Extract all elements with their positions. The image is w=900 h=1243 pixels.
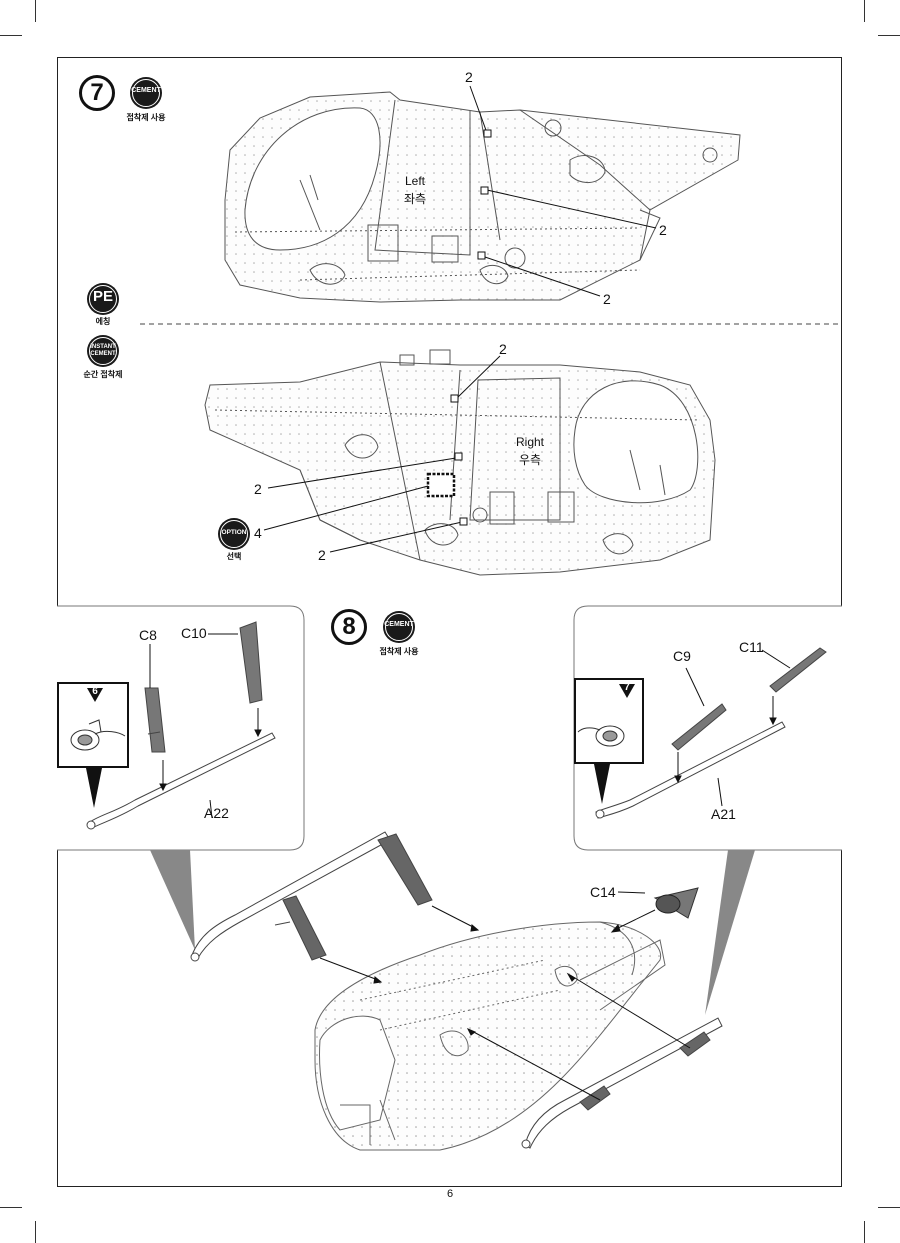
right-view-label-ko: 우측: [518, 453, 542, 467]
ref-step-7-marker: [619, 684, 635, 698]
ref-pointer-down: [594, 764, 610, 804]
ref-step-6-label: 6: [92, 686, 98, 697]
crop-mark: [0, 35, 22, 36]
ref-step-7-label: 7: [624, 682, 630, 693]
crop-mark: [35, 0, 36, 22]
badge-ring: [385, 613, 413, 641]
part-label-a22: A22: [204, 805, 229, 821]
crop-mark: [0, 1207, 22, 1208]
part-callout: 2: [318, 547, 326, 563]
callout-leaders-left: [469, 85, 657, 297]
cement-badge-icon: CEMENT: [383, 611, 415, 643]
crop-mark: [878, 1207, 900, 1208]
part-callout: 4: [254, 525, 262, 541]
fuselage-right-half: [204, 349, 716, 576]
cement-badge-icon: CEMENT: [130, 77, 162, 109]
instant-badge-line2: CEMENT: [90, 351, 116, 357]
part-label-c10: C10: [181, 625, 207, 641]
pe-caption: 에칭: [95, 317, 111, 326]
badge-ring: [132, 79, 160, 107]
left-view-label-en: Left: [404, 174, 425, 188]
main-fuselage-assembly: [314, 921, 666, 1151]
crop-mark: [864, 1221, 865, 1243]
crop-mark: [35, 1221, 36, 1243]
option-badge-label: OPTION: [221, 529, 247, 536]
part-label-a21: A21: [711, 806, 736, 822]
instant-badge-line1: INSTANT: [90, 344, 116, 350]
fuselage-left-half: [224, 91, 741, 303]
part-callout: 2: [254, 481, 262, 497]
cement-caption: 접착제 사용: [126, 113, 166, 122]
option-caption: 선택: [226, 552, 242, 561]
part-callout: 2: [603, 291, 611, 307]
pe-badge-icon: PE: [87, 283, 119, 315]
badge-ring: [89, 337, 117, 365]
part-label-c11: C11: [739, 639, 764, 655]
cement-caption: 접착제 사용: [379, 647, 419, 656]
left-inset-pointer: [150, 850, 195, 950]
part-label-c9: C9: [673, 648, 691, 664]
page-number: 6: [446, 1188, 454, 1200]
part-label-c14: C14: [590, 884, 616, 900]
instant-caption: 순간 접착제: [83, 370, 123, 379]
step-8-number: 8: [331, 609, 367, 645]
cement-badge-label: CEMENT: [131, 87, 161, 94]
reference-detail-icon: [577, 725, 625, 747]
ref-pointer-down: [86, 768, 102, 808]
badge-ring: [220, 520, 248, 548]
callout-leaders-right: [263, 355, 501, 553]
part-label-c8: C8: [139, 627, 157, 643]
left-inset-parts: [86, 621, 276, 830]
crop-mark: [878, 35, 900, 36]
main-rails: [190, 831, 723, 1149]
reference-detail-icon: [70, 719, 126, 751]
ref-step-6-marker: [87, 688, 103, 702]
badge-ring: [89, 285, 117, 313]
cement-badge-label: CEMENT: [384, 621, 414, 628]
crop-mark: [864, 0, 865, 22]
right-inset-pointer: [705, 850, 755, 1015]
right-inset-leaders: [674, 649, 791, 807]
left-inset-panel: [57, 605, 305, 851]
pe-badge-label: PE: [92, 288, 113, 305]
left-view-label-ko: 좌측: [403, 192, 427, 206]
right-view-label-en: Right: [515, 435, 544, 449]
part-callout: 2: [499, 341, 507, 357]
c14-cone-base: [655, 894, 681, 914]
part-callout: 2: [659, 222, 667, 238]
instant-cement-badge-icon: INSTANT CEMENT: [87, 335, 119, 367]
part-callout: 2: [465, 69, 473, 85]
main-leaders: [319, 891, 691, 1101]
step-7-number: 7: [79, 75, 115, 111]
option-badge-icon: OPTION: [218, 518, 250, 550]
left-inset-leaders: [149, 633, 262, 819]
right-inset-parts: [595, 647, 827, 819]
